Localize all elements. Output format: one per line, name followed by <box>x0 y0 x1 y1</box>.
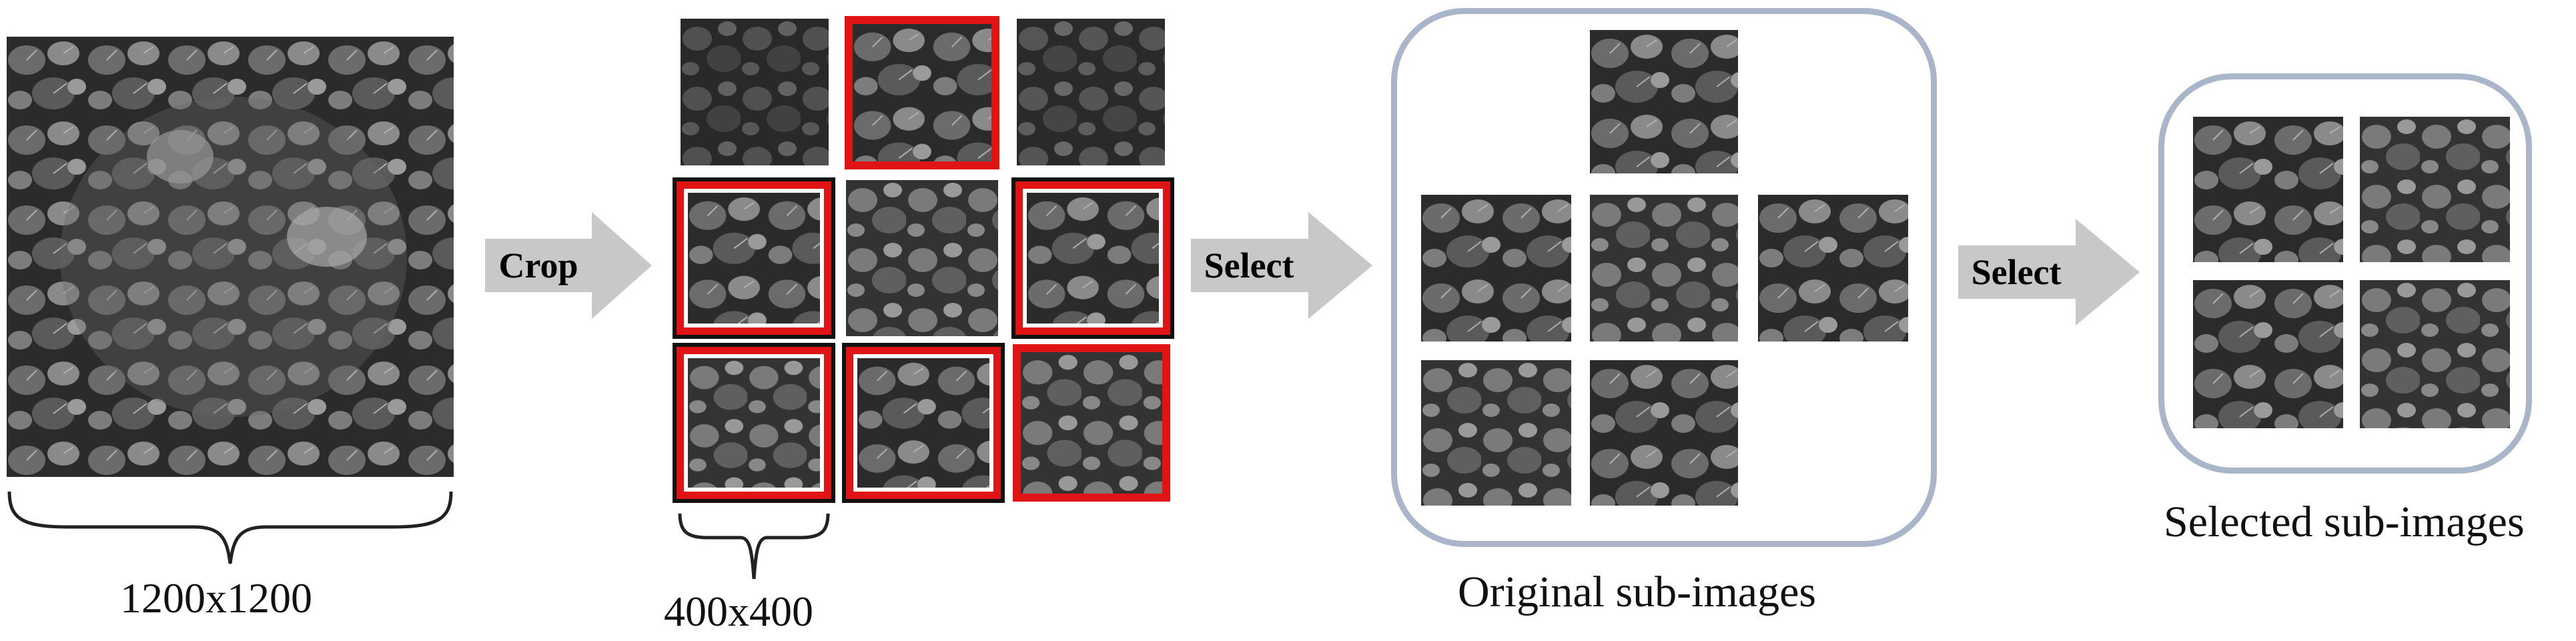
original-subimage-5 <box>1421 360 1571 506</box>
original-subimage-1 <box>1590 30 1738 173</box>
select-arrow-2: Select <box>1958 219 2140 326</box>
original-plant-image <box>7 37 454 477</box>
crop-arrow: Crop <box>485 212 652 319</box>
original-subimage-4 <box>1758 195 1908 342</box>
select-arrow-1-label: Select <box>1204 245 1294 285</box>
selected-subimage-2 <box>2360 117 2510 262</box>
original-size-label: 1200x1200 <box>120 574 312 622</box>
select-arrow-1: Select <box>1191 212 1372 319</box>
crop-tile-r2c2 <box>846 180 998 336</box>
crop-tile-r1c1 <box>681 19 829 165</box>
selected-subimage-3 <box>2193 280 2343 428</box>
selected-subimages-label: Selected sub-images <box>2164 498 2525 546</box>
original-subimages-label: Original sub-images <box>1458 568 1817 616</box>
crop-arrow-label: Crop <box>498 245 578 285</box>
crop-tile-r3c2-selected <box>842 343 1005 503</box>
crop-tile-r2c1-selected <box>673 177 835 339</box>
size-brace-small <box>678 513 830 580</box>
crop-tile-r1c2-selected <box>845 16 999 169</box>
original-subimage-6 <box>1590 360 1738 506</box>
crop-tile-r3c3-selected <box>1013 344 1170 502</box>
crop-tile-r1c3 <box>1017 19 1165 165</box>
original-subimage-3 <box>1590 195 1738 342</box>
sub-size-label: 400x400 <box>664 588 813 635</box>
crop-tile-r2c3-selected <box>1011 177 1174 339</box>
selected-subimage-1 <box>2193 117 2343 262</box>
crop-tile-r3c1-selected <box>673 343 835 503</box>
original-subimage-2 <box>1421 195 1571 342</box>
selected-subimage-4 <box>2360 280 2510 428</box>
size-brace-large <box>7 491 453 564</box>
select-arrow-2-label: Select <box>1971 252 2062 292</box>
